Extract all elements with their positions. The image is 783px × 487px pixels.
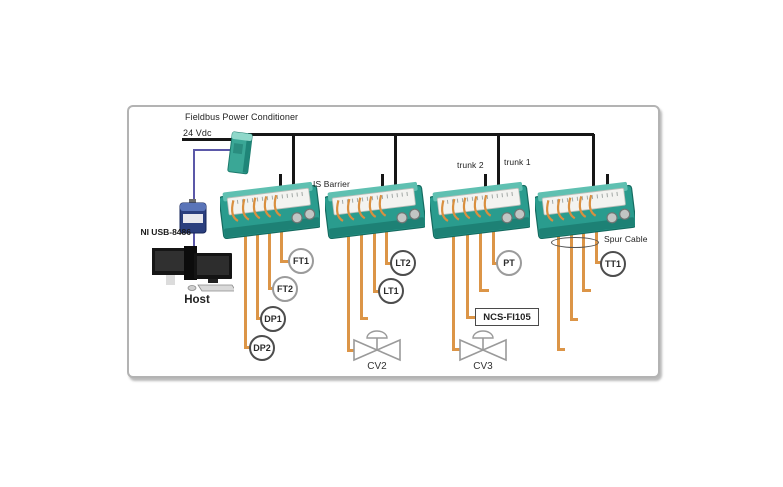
power-supply-line [182,138,236,141]
spur-wire [280,206,283,262]
power-conditioner-label: Fieldbus Power Conditioner [185,112,299,122]
tag-tt1: TT1 [600,251,626,277]
trunk-drop-2 [394,134,397,212]
tag-dp2: DP2 [249,335,275,361]
spur-cable-ellipse [551,237,599,248]
spur-wire-elbow [373,290,379,293]
spur-wire-elbow [452,348,460,351]
spur-wire [452,206,455,350]
spur-wire-elbow [280,260,289,263]
trunk-drop-3 [497,134,500,212]
spur-wire [385,206,388,264]
spur-wire [492,206,495,264]
host-label: Host [184,294,210,306]
is-barrier-block-3 [430,181,530,239]
voltage-label: 24 Vdc [183,128,212,138]
fieldbus-power-conditioner [227,131,253,175]
tag-ft1: FT1 [288,248,314,274]
is-barrier-block-2 [325,181,425,239]
spur-wire [268,206,271,289]
tag-dp1: DP1 [260,306,286,332]
spur-wire-elbow [570,318,578,321]
is-barrier-block-4 [535,181,635,239]
valve-cv3-label: CV3 [473,361,493,372]
valve-cv2 [353,330,401,362]
tag-lt1: LT1 [378,278,404,304]
is-barrier-label: IS Barrier [313,179,350,189]
spur-wire [557,206,560,350]
spur-wire-elbow [256,317,262,320]
spur-wire-elbow [268,287,274,290]
usb-interface-label: NI USB-8486 [140,227,191,237]
spur-wire [256,206,259,319]
usb-cable-horizontal [194,149,234,151]
spur-wire-elbow [385,262,391,265]
spur-wire [347,206,350,351]
spur-wire-elbow [595,261,601,264]
spur-wire-elbow [557,348,565,351]
spur-wire-elbow [466,316,475,319]
junction-box-ncs-fi105: NCS-FI105 [475,308,539,326]
spur-wire [244,206,247,348]
trunk-drop-4 [592,134,595,212]
tag-lt2: LT2 [390,250,416,276]
spur-wire [479,206,482,291]
trunk-drop-1 [292,134,295,212]
spur-wire-elbow [244,346,251,349]
valve-cv2-label: CV2 [367,361,387,372]
spur-wire [595,206,598,263]
spur-wire-elbow [479,289,489,292]
spur-wire [360,206,363,319]
spur-wire-elbow [582,289,591,292]
spur-wire [466,206,469,318]
diagram-frame: Fieldbus Power Conditioner 24 Vdc trunk … [127,105,660,378]
spur-wire-elbow [492,262,497,265]
spur-cable-label: Spur Cable [604,234,648,244]
trunk1-label: trunk 1 [504,157,531,167]
spur-wire [582,206,585,291]
host-computer [152,246,234,292]
is-barrier-block-1 [220,181,320,239]
spur-wire-elbow [360,317,368,320]
spur-wire-elbow [347,349,355,352]
spur-wire [373,206,376,292]
trunk2-label: trunk 2 [457,160,484,170]
ni-usb-8486-device [179,199,207,234]
spur-wire [570,206,573,320]
trunk-line-horizontal [248,133,594,136]
tag-pt: PT [496,250,522,276]
tag-ft2: FT2 [272,276,298,302]
valve-cv3 [459,330,507,362]
